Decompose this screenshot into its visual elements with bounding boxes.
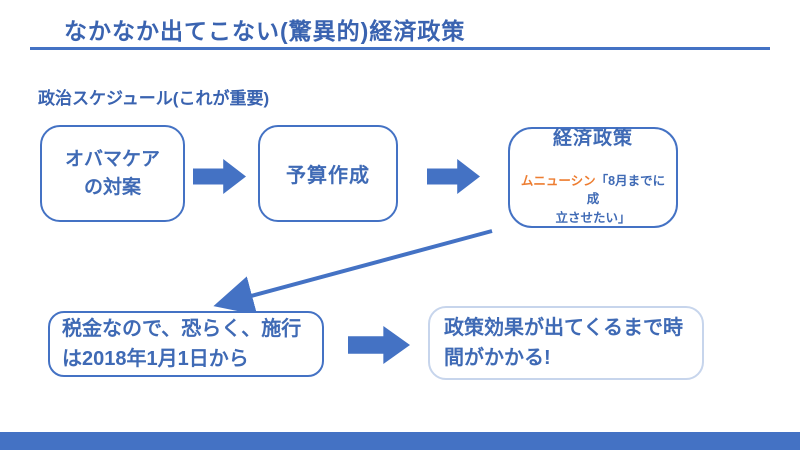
mnuchin-speaker-label: ムニューシン [520, 173, 596, 188]
economic-policy-label: 経済政策 [552, 128, 633, 150]
flow-box-budget-creation: 予算作成 [258, 125, 398, 222]
flow-box-obamacare-alternative: オバマケア の対案 [40, 125, 185, 222]
slide-title: なかなか出てこない(驚異的)経済政策 [64, 18, 466, 44]
flow-box-economic-policy: 経済政策 ムニューシン「8月までに成 立させたい」 [508, 127, 678, 228]
mnuchin-quote: ムニューシン「8月までに成 立させたい」 [516, 153, 670, 228]
diagonal-arrow-icon [213, 229, 493, 312]
mnuchin-quote-text: 「8月までに成 立させたい」 [555, 173, 666, 226]
arrow-right-icon [193, 159, 246, 194]
title-underline [30, 47, 770, 50]
arrow-right-icon [427, 159, 480, 194]
section-heading: 政治スケジュール(これが重要) [38, 89, 270, 108]
footer-accent-bar [0, 432, 800, 450]
flow-box-policy-effect-delay: 政策効果が出てくるまで時 間がかかる! [428, 306, 704, 380]
arrow-right-icon [348, 326, 410, 364]
flow-box-tax-effective-date: 税金なので、恐らく、施行 は2018年1月1日から [48, 311, 324, 377]
